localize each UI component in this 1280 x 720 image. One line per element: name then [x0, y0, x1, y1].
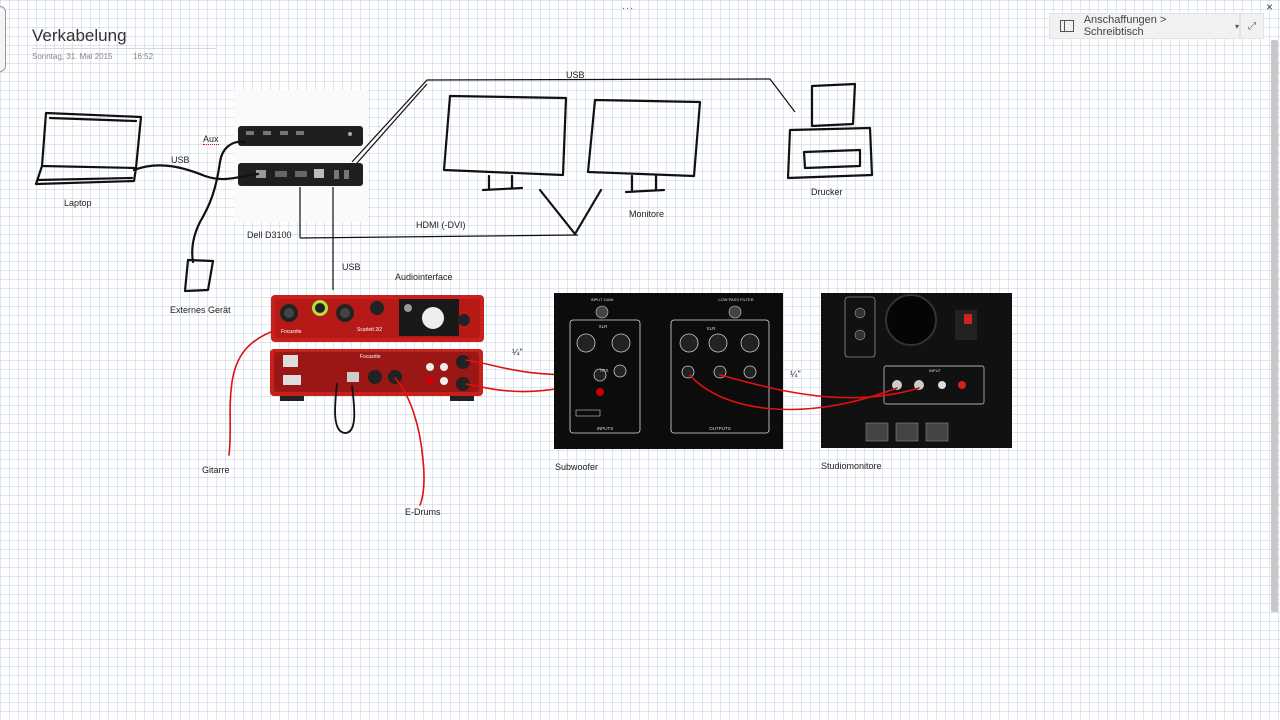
subwoofer-panel-image: INPUTS OUTPUTS XLR XLR TRS INPUT GAIN LO… — [554, 293, 783, 449]
svg-text:XLR: XLR — [707, 326, 717, 331]
notebook-icon — [1060, 20, 1074, 32]
breadcrumb[interactable]: Anschaffungen > Schreibtisch ▾ — [1049, 13, 1240, 39]
audio-interface-back-image: Focusrite — [270, 349, 483, 401]
label-quarter-inch-1: ¼" — [512, 347, 523, 357]
label-usb-audio: USB — [342, 262, 361, 272]
title-divider — [32, 48, 216, 49]
label-quarter-inch-2: ¼" — [790, 369, 801, 379]
audio-interface-front-image: Focusrite Scarlett 2i2 — [271, 295, 484, 342]
svg-text:LOW PASS FILTER: LOW PASS FILTER — [718, 297, 753, 302]
svg-text:OUTPUTS: OUTPUTS — [709, 426, 731, 431]
label-monitors: Monitore — [629, 209, 665, 219]
label-usb-laptop: USB — [171, 155, 190, 165]
svg-text:XLR: XLR — [599, 324, 609, 329]
printer-sketch — [786, 82, 874, 180]
studio-monitor-panel-image: INPUT — [821, 293, 1012, 448]
laptop-sketch — [34, 111, 143, 186]
label-printer: Drucker — [811, 187, 843, 197]
label-guitar: Gitarre — [202, 465, 230, 475]
label-dell-dock: Dell D3100 — [247, 230, 292, 240]
svg-text:Scarlett 2i2: Scarlett 2i2 — [357, 327, 382, 333]
page-time: 16:52 — [133, 52, 154, 61]
external-device-sketch — [183, 258, 215, 293]
page-title[interactable]: Verkabelung — [32, 26, 127, 45]
svg-text:INPUTS: INPUTS — [597, 426, 614, 431]
close-icon[interactable]: × — [1266, 0, 1274, 14]
label-usb-printer: USB — [566, 70, 585, 80]
svg-text:INPUT: INPUT — [929, 368, 942, 373]
label-edrums: E-Drums — [405, 507, 441, 517]
svg-text:Focusrite: Focusrite — [360, 354, 381, 360]
svg-text:TRS: TRS — [600, 368, 609, 373]
page-date: Sonntag, 31. Mai 2015 — [32, 52, 113, 61]
label-aux: Aux — [203, 134, 219, 145]
svg-text:INPUT GAIN: INPUT GAIN — [591, 297, 614, 302]
label-external-device: Externes Gerät — [170, 305, 231, 315]
monitors-sketch — [442, 94, 702, 236]
more-options-icon[interactable]: ... — [622, 0, 635, 12]
breadcrumb-label: Anschaffungen > Schreibtisch — [1083, 14, 1167, 38]
expand-icon[interactable]: ⤢ — [1240, 13, 1264, 39]
label-subwoofer: Subwoofer — [555, 462, 599, 472]
label-audio-interface: Audiointerface — [395, 272, 453, 282]
vertical-scrollbar[interactable] — [1271, 40, 1278, 612]
label-laptop: Laptop — [64, 198, 92, 208]
svg-text:Focusrite: Focusrite — [281, 329, 302, 335]
label-studio-monitors: Studiomonitore — [821, 461, 882, 471]
label-hdmi: HDMI (-DVI) — [416, 220, 466, 230]
chevron-down-icon[interactable]: ▾ — [1234, 21, 1239, 31]
dell-dock-image — [234, 90, 368, 222]
